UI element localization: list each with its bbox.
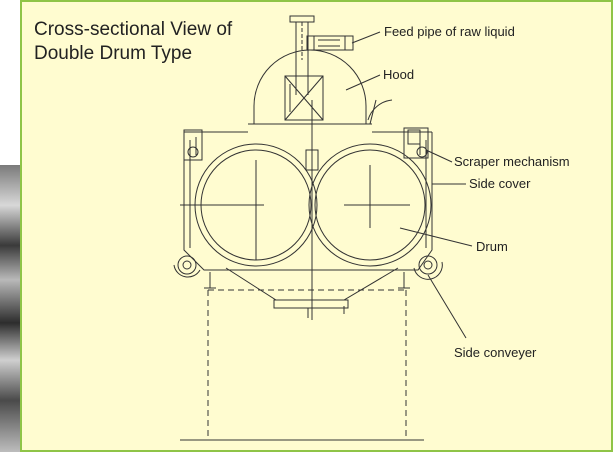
- diagram-title-line-2: Double Drum Type: [34, 43, 193, 64]
- drum-right: [308, 143, 432, 267]
- scraper-mechanism-right: [403, 127, 429, 159]
- leader-lines: [345, 31, 473, 339]
- background-photo-strip: [0, 165, 20, 452]
- diagram-panel: [20, 0, 613, 452]
- feed-pipe: [289, 15, 354, 95]
- label-side-cover: Side cover: [469, 176, 531, 191]
- side-conveyer-left: [173, 255, 201, 278]
- label-drum: Drum: [476, 239, 508, 254]
- label-side-conveyer: Side conveyer: [454, 345, 537, 360]
- side-conveyer-right: [413, 255, 443, 280]
- hopper: [225, 267, 399, 318]
- label-feed-pipe: Feed pipe of raw liquid: [384, 24, 515, 39]
- center-block: [305, 149, 319, 171]
- diagram-title-line-1: Cross-sectional View of: [34, 19, 233, 40]
- support-base: [180, 272, 424, 441]
- hood: [253, 49, 393, 125]
- drum-left: [180, 143, 318, 267]
- label-hood: Hood: [383, 67, 415, 82]
- label-scraper-mechanism: Scraper mechanism: [454, 154, 570, 169]
- scraper-mechanism-left: [183, 129, 203, 161]
